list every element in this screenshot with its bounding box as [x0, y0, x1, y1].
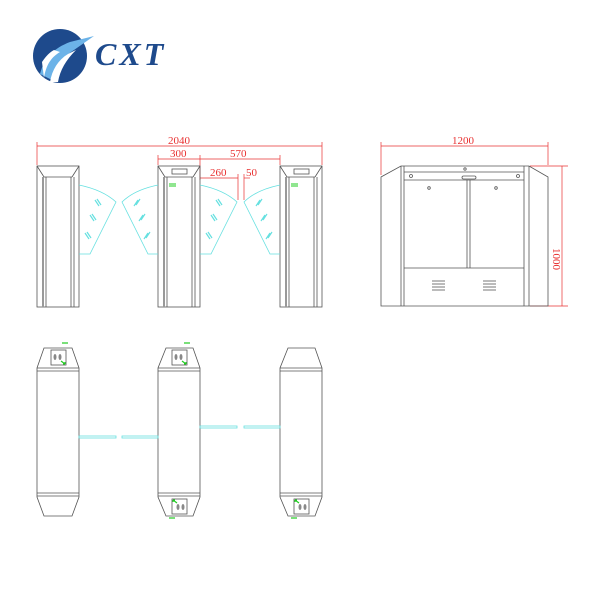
- side-view: 1200 1000: [380, 135, 568, 307]
- direction-indicators: [60, 342, 300, 519]
- front-dimensions: [36, 142, 323, 200]
- top-cabinet-right: [279, 347, 323, 517]
- swallow-bird-circle-icon: [33, 29, 94, 83]
- dim-wing-length: 260: [210, 167, 227, 179]
- front-cabinet-middle: [157, 165, 201, 308]
- front-cabinet-left: [36, 165, 80, 308]
- vent-right: [483, 280, 496, 291]
- side-dimensions: [380, 142, 568, 307]
- dim-length: 1200: [452, 135, 475, 147]
- dim-cabinet-width: 300: [170, 148, 187, 160]
- top-view: [36, 342, 323, 519]
- card-reader-icons: [53, 354, 307, 510]
- top-cabinet-left: [36, 347, 80, 517]
- top-cabinet-middle: [157, 347, 201, 517]
- brand-name: CXT: [95, 36, 167, 72]
- front-cabinet-right: [279, 165, 323, 308]
- front-indicators: [169, 183, 298, 187]
- dim-lane-pitch: 570: [230, 148, 247, 160]
- dim-wing-gap: 50: [246, 167, 258, 179]
- top-glass-wings: [78, 425, 281, 439]
- cxt-logo: [30, 24, 190, 88]
- front-view: 2040 300 570 260 50: [36, 135, 323, 308]
- dim-overall-width: 2040: [168, 135, 191, 147]
- dim-height: 1000: [550, 248, 562, 271]
- front-glass-wings: [78, 184, 281, 255]
- vent-left: [432, 280, 445, 291]
